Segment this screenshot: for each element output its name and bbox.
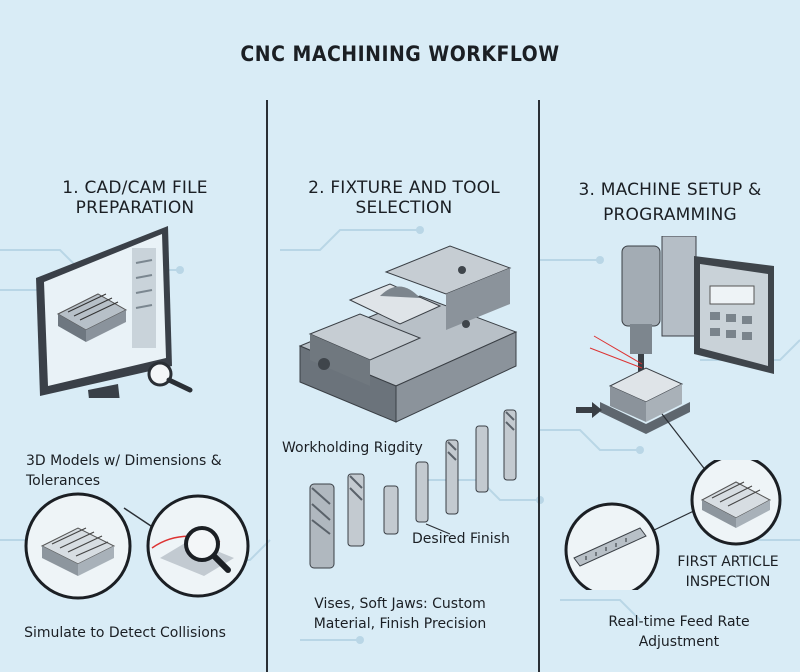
column-1-heading: 1. CAD/CAM FILE PREPARATION — [62, 178, 208, 218]
inspection-label: FIRST ARTICLE INSPECTION — [677, 554, 779, 590]
column-divider-1 — [266, 100, 268, 672]
models-label: 3D Models w/ Dimensions & Tolerances — [26, 453, 222, 489]
column-2-heading: 2. FIXTURE AND TOOL SELECTION — [308, 178, 500, 218]
finish-label: Desired Finish — [412, 531, 510, 547]
column-divider-2 — [538, 100, 540, 672]
computer-monitor-illustration — [36, 226, 172, 398]
inspection-illustration — [564, 460, 782, 590]
simulation-illustration — [24, 492, 250, 600]
vise-fixture-illustration — [298, 245, 518, 423]
rigidity-label: Workholding Rigdity — [282, 440, 423, 456]
cnc-machine-illustration — [589, 236, 774, 476]
end-mills-illustration — [309, 409, 517, 569]
arrow-right-icon — [576, 402, 602, 418]
simulate-label: Simulate to Detect Collisions — [24, 625, 226, 641]
magnifier-icon — [147, 361, 193, 393]
column-3-heading: 3. MACHINE SETUP & PROGRAMMING — [578, 180, 762, 225]
page-title: CNC MACHINING WORKFLOW — [240, 42, 560, 66]
vises-label: Vises, Soft Jaws: Custom Material, Finis… — [313, 596, 487, 632]
feed-rate-label: Real-time Feed Rate Adjustment — [608, 614, 750, 650]
